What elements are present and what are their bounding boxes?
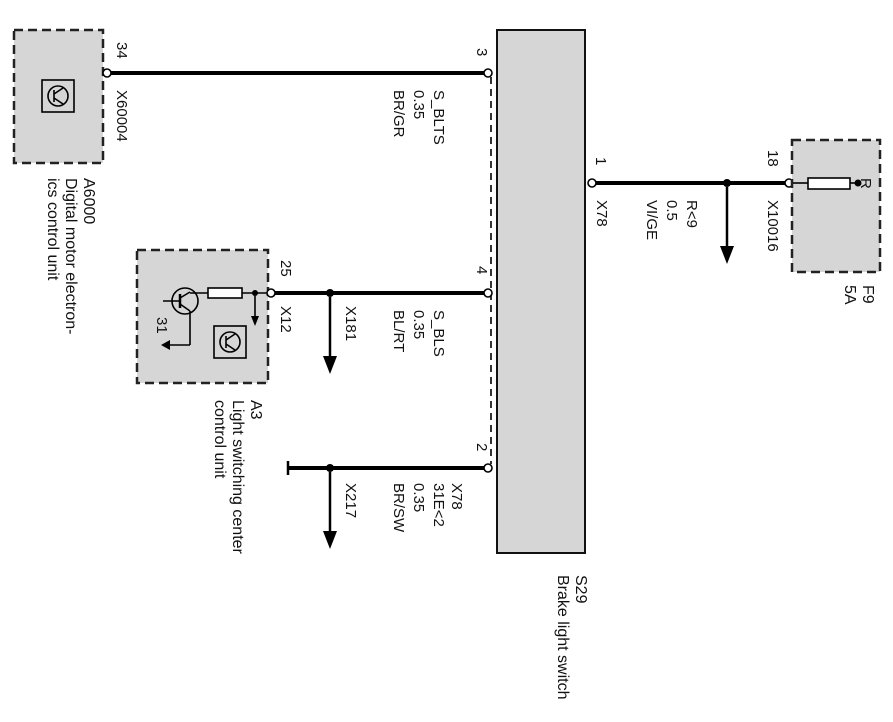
icon-circle (219, 331, 241, 353)
connector-terminal (102, 68, 112, 78)
a6000-control-unit: A6000 Digital motor electron- ics contro… (12, 28, 105, 335)
a3-ground-pin: 31 (153, 317, 170, 334)
pin-number: 25 (277, 260, 294, 277)
wire-color: BL/RT (390, 310, 407, 352)
splice-id: X181 (342, 306, 359, 341)
wire-cross-section: 0.5 (663, 200, 680, 221)
splice-junction (326, 464, 334, 472)
transistor-collector (179, 291, 191, 299)
s29-name: Brake light switch (554, 575, 571, 700)
a6000-name-line-2: ics control unit (44, 178, 61, 281)
arrow-down-icon (323, 356, 337, 374)
signal-name: R<9 (683, 200, 700, 228)
s29-brake-light-switch: S29 Brake light switch (490, 29, 589, 700)
fuse-icon (807, 177, 851, 190)
connector-id: X60004 (113, 90, 130, 142)
wire-ground: 2 X78 X217 31E<2 0.35 BR/SW (286, 443, 493, 549)
arrow-down-icon (323, 531, 337, 549)
s29-designation: S29 (572, 575, 589, 604)
control-unit-icon (213, 325, 247, 359)
a6000-name-line-1: Digital motor electron- (62, 178, 79, 335)
connector-id: X78 (593, 200, 610, 227)
connector-terminal (483, 68, 493, 78)
icon-emitter (53, 97, 64, 105)
splice-junction (723, 179, 731, 187)
wire-cross-section: 0.35 (410, 90, 427, 119)
a6000-designation: A6000 (80, 178, 97, 224)
ground-arrow-icon (161, 340, 170, 350)
internal-junction (252, 290, 258, 296)
wire-color: VI/GE (643, 200, 660, 240)
connector-id: X78 (448, 483, 465, 510)
icon-frame (213, 325, 247, 359)
f9-designation: F9 (859, 285, 876, 304)
icon-collector (53, 87, 64, 95)
connector-id: X12 (277, 306, 294, 333)
icon-frame (41, 79, 75, 113)
a6000-box (12, 28, 105, 165)
wire-supply: 1 X78 R<9 0.5 VI/GE 18 X10016 (587, 150, 794, 264)
f9-fuse: R F9 5A (790, 138, 882, 305)
internal-arrow-icon (251, 316, 259, 326)
pin-number: 2 (473, 443, 490, 451)
a3-box (135, 248, 270, 385)
f9-rating: 5A (841, 285, 858, 305)
arrow-down-icon (720, 246, 734, 264)
wire-cross-section: 0.35 (410, 483, 427, 512)
a3-name-line-2: control unit (211, 400, 228, 479)
signal-name: S_BLS (430, 310, 447, 357)
f9-box (790, 138, 882, 274)
transistor-emitter (179, 303, 191, 312)
wire-s-blts: 34 X60004 3 S_BLTS 0.35 BR/GR (102, 42, 493, 145)
a3-name-line-1: Light switching center (229, 400, 246, 555)
fuse-terminal-dot (854, 179, 862, 187)
signal-name: 31E<2 (430, 483, 447, 527)
a3-control-unit: 31 A3 Light switching center control uni… (135, 248, 270, 555)
connector-terminal (587, 178, 597, 188)
wire-color: BR/GR (390, 90, 407, 138)
pin-number: 1 (592, 157, 609, 165)
connector-terminal (483, 288, 493, 298)
f9-terminal: R (857, 178, 874, 189)
transistor-icon (161, 287, 208, 350)
splice-junction (326, 289, 334, 297)
connector-id: X10016 (764, 200, 781, 252)
connector-terminal (266, 288, 276, 298)
pin-number: 3 (473, 48, 490, 56)
resistor-icon (207, 287, 243, 299)
connector-terminal (483, 463, 493, 473)
wire-color: BR/SW (390, 483, 407, 533)
pin-number: 18 (764, 150, 781, 167)
wire-s-bls: 25 X12 X181 4 S_BLS 0.35 BL/RT (266, 260, 493, 374)
control-unit-icon (41, 79, 75, 113)
a3-designation: A3 (247, 400, 264, 420)
wire-cross-section: 0.35 (410, 310, 427, 339)
signal-name: S_BLTS (430, 90, 447, 145)
pin-number: 34 (113, 42, 130, 59)
icon-circle (47, 85, 69, 107)
s29-body (496, 29, 586, 554)
icon-emitter (225, 343, 236, 351)
splice-id: X217 (342, 483, 359, 518)
icon-collector (225, 333, 236, 341)
pin-number: 4 (473, 266, 490, 274)
